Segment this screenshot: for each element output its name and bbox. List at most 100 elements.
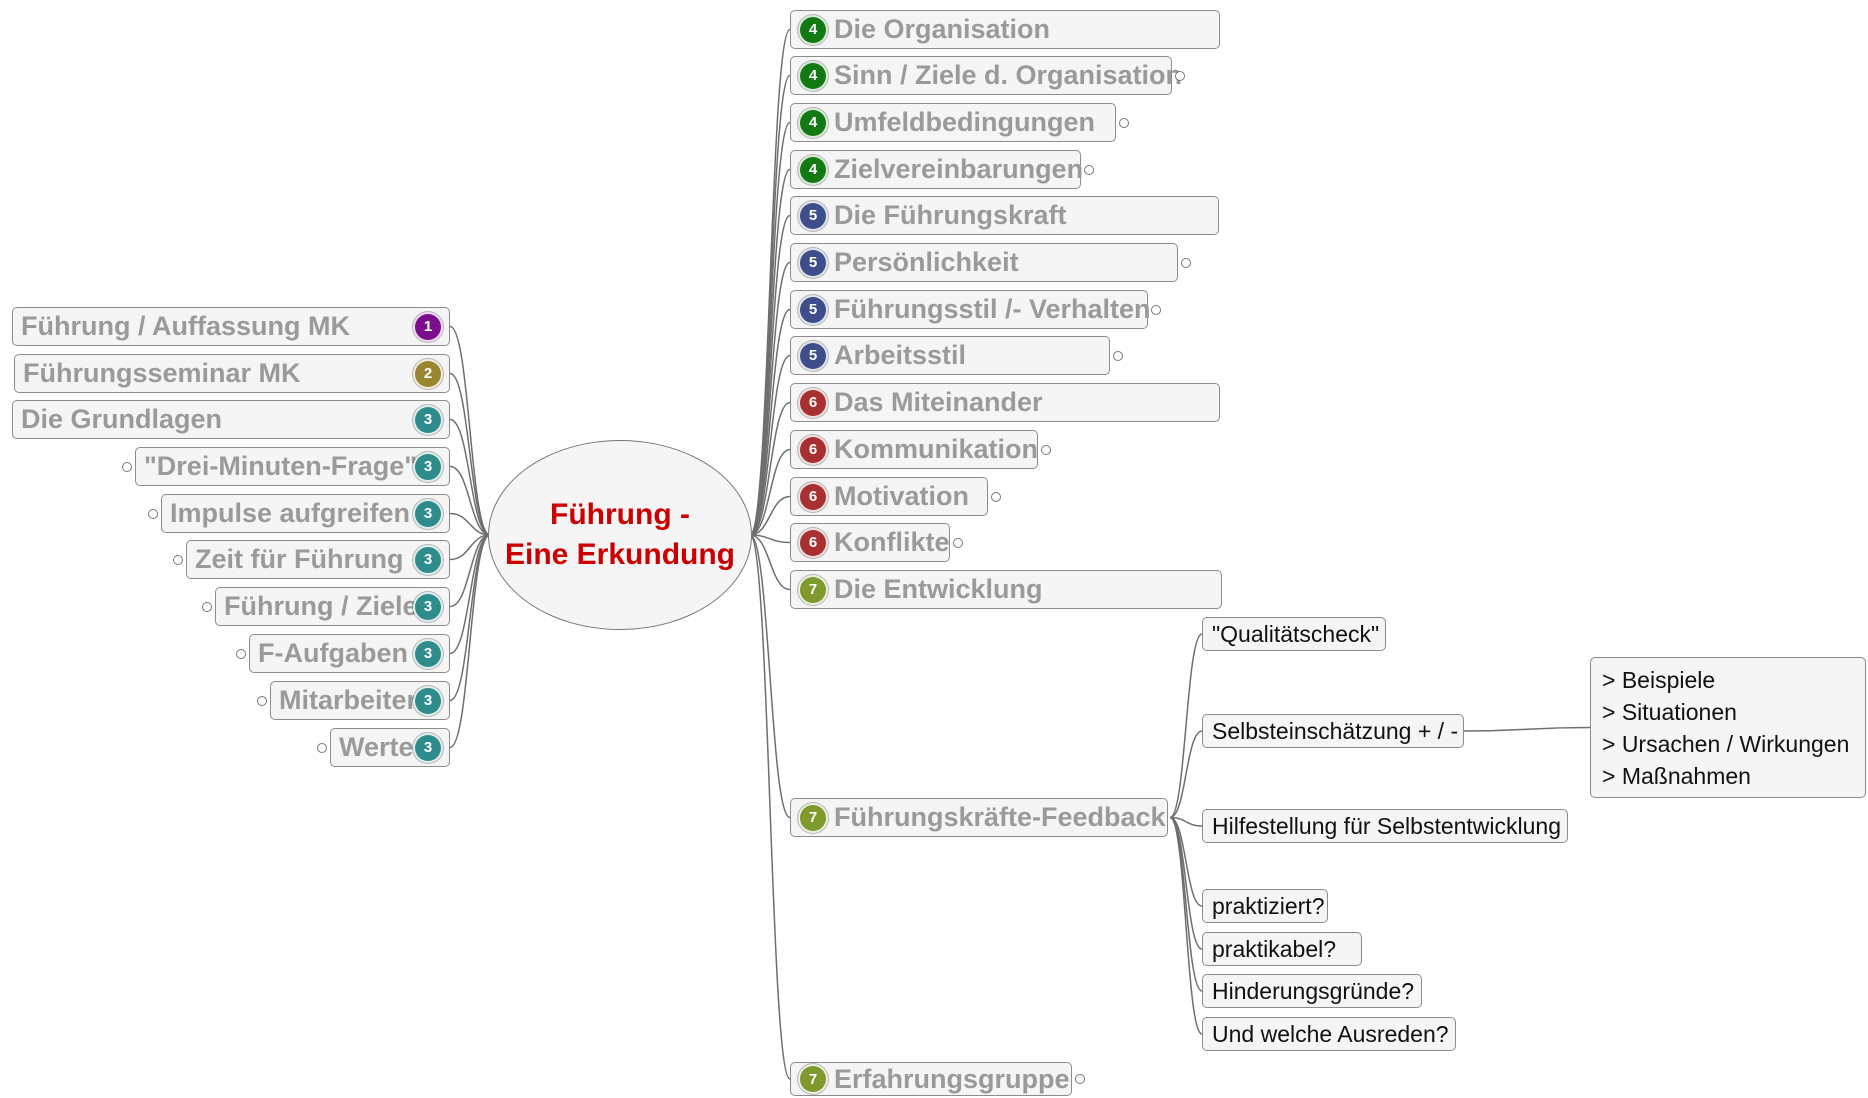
detail-line-ursachen-wirkungen: > Ursachen / Wirkungen [1602, 730, 1850, 757]
subtopic-praktiziert[interactable]: praktiziert? [1202, 889, 1328, 923]
collapse-toggle-icon[interactable] [1175, 70, 1185, 81]
collapse-toggle-icon[interactable] [202, 601, 212, 612]
left-topic-mitarbeiter[interactable]: Mitarbeiter 3 [257, 681, 450, 720]
priority-4-icon: 4 [798, 14, 828, 45]
right-topic-kommunikation[interactable]: 6 Kommunikation [790, 430, 1051, 469]
priority-5-icon: 5 [798, 294, 828, 325]
collapse-toggle-icon[interactable] [991, 491, 1001, 502]
right-topic-erfahrungsgruppe[interactable]: 7 Erfahrungsgruppe [790, 1062, 1085, 1096]
right-topic-persoenlichkeit[interactable]: 5 Persönlichkeit [790, 243, 1191, 282]
subtopic-selbsteinschaetzung[interactable]: Selbsteinschätzung + / - [1202, 714, 1464, 748]
right-topic-motivation[interactable]: 6 Motivation [790, 477, 1001, 516]
subtopic-qualitaetscheck[interactable]: "Qualitätscheck" [1202, 617, 1386, 651]
collapse-toggle-icon[interactable] [1041, 444, 1051, 455]
connector-curve [449, 465, 491, 536]
topic-label: Sinn / Ziele d. Organisation [834, 60, 1183, 90]
collapse-toggle-icon[interactable] [236, 648, 246, 659]
priority-2-icon: 2 [413, 358, 443, 389]
priority-7-icon: 7 [798, 574, 828, 605]
right-topic-sinn-ziele[interactable]: 4 Sinn / Ziele d. Organisation [790, 56, 1185, 95]
connector-curve [449, 534, 491, 608]
right-topic-fuehrungsstil[interactable]: 5 Führungsstil /- Verhalten [790, 290, 1161, 329]
collapse-toggle-icon[interactable] [953, 537, 963, 548]
connector-curve [749, 308, 791, 536]
left-topic-fuehrung-ziele[interactable]: Führung / Ziele 3 [202, 587, 450, 626]
priority-7-icon: 7 [798, 1064, 828, 1094]
priority-3-icon: 3 [413, 685, 443, 716]
right-topic-arbeitsstil[interactable]: 5 Arbeitsstil [790, 336, 1123, 375]
topic-label: Mitarbeiter [279, 685, 418, 715]
subtopic-hilfestellung[interactable]: Hilfestellung für Selbstentwicklung [1202, 809, 1568, 843]
collapse-toggle-icon[interactable] [257, 695, 267, 706]
priority-3-icon: 3 [413, 451, 443, 482]
subtopic-selbst-details[interactable]: > Beispiele > Situationen > Ursachen / W… [1590, 657, 1866, 798]
priority-5-icon: 5 [798, 247, 828, 278]
priority-6-icon: 6 [798, 481, 828, 512]
connector-curve [749, 495, 791, 536]
collapse-toggle-icon[interactable] [1113, 350, 1123, 361]
connector-curve [749, 28, 791, 536]
topic-label: Führung / Auffassung MK [21, 311, 350, 341]
topic-label: Führung / Ziele [224, 591, 418, 621]
left-topic-werte[interactable]: Werte 3 [317, 728, 450, 767]
central-topic-line-1: Führung - [550, 498, 690, 531]
topic-label: Zeit für Führung [195, 544, 404, 574]
collapse-toggle-icon[interactable] [148, 508, 158, 519]
right-topic-fuehrungskraefte-feedback[interactable]: 7 Führungskräfte-Feedback [790, 798, 1168, 837]
subtopic-ausreden[interactable]: Und welche Ausreden? [1202, 1017, 1456, 1051]
detail-line-beispiele: > Beispiele [1602, 666, 1716, 693]
topic-label: Impulse aufgreifen [170, 498, 411, 528]
connector-curve [749, 354, 791, 536]
topic-label: Kommunikation [834, 434, 1039, 464]
left-topic-zeit-fuer-fuehrung[interactable]: Zeit für Führung 3 [173, 540, 450, 579]
subtopic-label: Hilfestellung für Selbstentwicklung [1212, 812, 1562, 839]
right-topic-umfeldbedingungen[interactable]: 4 Umfeldbedingungen [790, 103, 1129, 142]
collapse-toggle-icon[interactable] [1181, 257, 1191, 268]
topic-label: Umfeldbedingungen [834, 107, 1095, 137]
topic-label: Die Organisation [834, 14, 1051, 44]
connector-curve [449, 418, 491, 536]
subtopic-hinderungsgruende[interactable]: Hinderungsgründe? [1202, 974, 1422, 1008]
right-topic-die-organisation[interactable]: 4 Die Organisation [790, 10, 1220, 49]
topic-label: Die Grundlagen [21, 404, 223, 434]
subtopic-praktikabel[interactable]: praktikabel? [1202, 932, 1362, 966]
right-topic-die-fuehrungskraft[interactable]: 5 Die Führungskraft [790, 196, 1219, 235]
left-topic-impulse[interactable]: Impulse aufgreifen 3 [148, 494, 450, 533]
topic-label: "Drei-Minuten-Frage" [144, 451, 418, 481]
priority-3-icon: 3 [413, 638, 443, 669]
connector-curve [749, 448, 791, 536]
right-topic-konflikte[interactable]: 6 Konflikte [790, 523, 963, 562]
central-topic[interactable]: Führung - Eine Erkundung [488, 440, 752, 630]
connector-curve [1169, 816, 1203, 827]
connector-curve [749, 534, 791, 591]
collapse-toggle-icon[interactable] [317, 742, 327, 753]
connector-curve [749, 261, 791, 536]
topic-label: Das Miteinander [834, 387, 1043, 417]
left-topic-fuehrungsseminar[interactable]: Führungsseminar MK 2 [14, 354, 450, 393]
left-topic-f-aufgaben[interactable]: F-Aufgaben 3 [236, 634, 450, 673]
connector-curve [449, 372, 491, 536]
priority-5-icon: 5 [798, 340, 828, 371]
left-topic-fuehrung-auffassung[interactable]: Führung / Auffassung MK 1 [12, 307, 450, 346]
left-topic-grundlagen[interactable]: Die Grundlagen 3 [12, 400, 450, 439]
right-topic-zielvereinbarungen[interactable]: 4 Zielvereinbarungen [790, 150, 1094, 189]
subtopic-label: "Qualitätscheck" [1212, 620, 1380, 647]
right-topic-die-entwicklung[interactable]: 7 Die Entwicklung [790, 570, 1222, 609]
topic-label: Führungsseminar MK [23, 358, 301, 388]
priority-6-icon: 6 [798, 387, 828, 418]
collapse-toggle-icon[interactable] [1151, 304, 1161, 315]
collapse-toggle-icon[interactable] [1075, 1074, 1085, 1084]
right-topic-das-miteinander[interactable]: 6 Das Miteinander [790, 383, 1220, 422]
collapse-toggle-icon[interactable] [1119, 117, 1129, 128]
priority-3-icon: 3 [413, 498, 443, 529]
collapse-toggle-icon[interactable] [1084, 164, 1094, 175]
connector-curve [449, 534, 491, 561]
collapse-toggle-icon[interactable] [173, 554, 183, 565]
topic-label: Führungskräfte-Feedback [834, 802, 1166, 832]
priority-6-icon: 6 [798, 527, 828, 558]
collapse-toggle-icon[interactable] [122, 461, 132, 472]
detail-line-situationen: > Situationen [1602, 698, 1737, 725]
left-topic-drei-minuten-frage[interactable]: "Drei-Minuten-Frage" 3 [122, 447, 450, 486]
